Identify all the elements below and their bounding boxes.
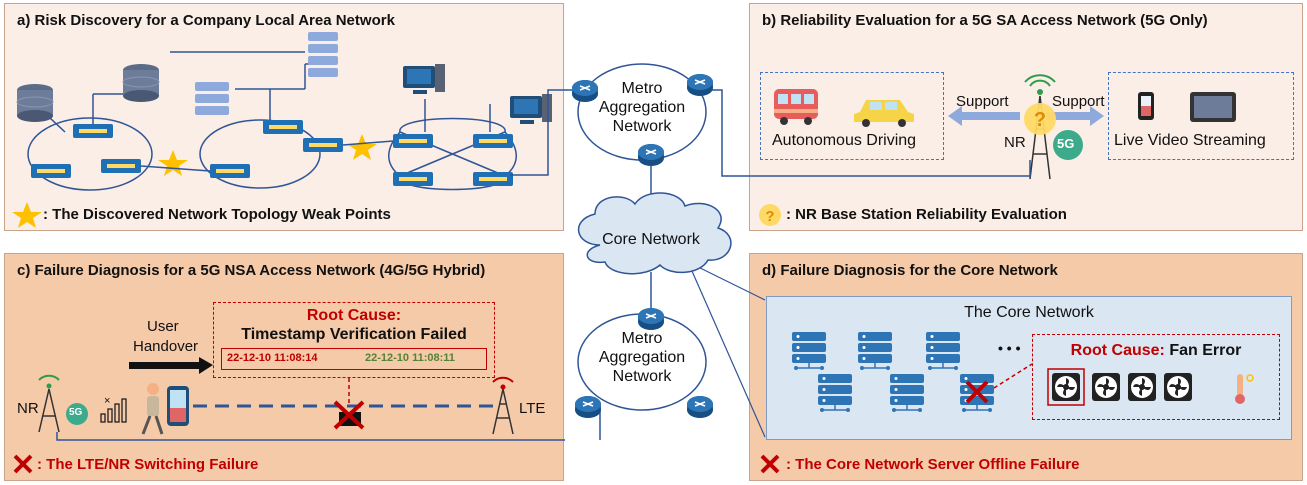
nr-tower-icon bbox=[38, 374, 60, 433]
panel-b-legend-text: : NR Base Station Reliability Evaluation bbox=[786, 206, 1067, 223]
router-icon bbox=[687, 74, 713, 96]
root-cause-title: Root Cause: bbox=[306, 307, 402, 324]
signal-bars-icon: × bbox=[100, 395, 127, 423]
server-rack-icon bbox=[308, 32, 338, 77]
core-network-box bbox=[766, 296, 1292, 440]
sa-access-diagram: ? ? bbox=[759, 74, 1236, 226]
timestamp-box bbox=[221, 348, 487, 370]
metro-top-label-3: Network bbox=[612, 118, 672, 135]
user-handover-label-1: User bbox=[147, 318, 179, 335]
fan-root-cause-label: Root Cause: Fan Error bbox=[1032, 342, 1280, 360]
panel-d: d) Failure Diagnosis for the Core Networ… bbox=[749, 253, 1303, 481]
core-network-cloud bbox=[577, 192, 732, 275]
router-icon bbox=[575, 396, 601, 418]
nsa-access-diagram: × bbox=[13, 357, 565, 474]
star-legend-icon bbox=[12, 202, 42, 228]
weak-point-star-icon bbox=[158, 150, 188, 176]
metro-top-label-2: Aggregation bbox=[598, 99, 686, 116]
panel-c: c) Failure Diagnosis for a 5G NSA Access… bbox=[4, 253, 565, 481]
nr-label: NR bbox=[17, 400, 39, 417]
core-network-box-title: The Core Network bbox=[964, 304, 1094, 321]
autonomous-driving-label: Autonomous Driving bbox=[772, 132, 917, 149]
metro-top-label-1: Metro bbox=[621, 80, 663, 97]
lte-tower-icon bbox=[492, 376, 514, 435]
svg-text:×: × bbox=[104, 395, 110, 407]
server-rack-icon bbox=[195, 82, 229, 115]
timestamp-2: 22-12-10 11:08:11 bbox=[365, 352, 455, 364]
user-handover-label-2: Handover bbox=[133, 338, 199, 355]
core-network-label: Core Network bbox=[602, 231, 700, 248]
root-cause-box bbox=[213, 302, 495, 378]
desktop-computer-icon bbox=[403, 64, 445, 94]
database-icon bbox=[122, 64, 160, 102]
support-right-label: Support bbox=[1052, 93, 1105, 110]
server-offline-x-icon bbox=[965, 380, 989, 404]
nr-label: NR bbox=[1004, 134, 1026, 151]
handover-arrow bbox=[129, 357, 213, 374]
support-arrow-right bbox=[1046, 106, 1104, 126]
router-icon bbox=[638, 308, 664, 330]
metro-bottom-label-1: Metro bbox=[621, 330, 663, 347]
car-icon bbox=[854, 100, 914, 127]
panel-c-legend-text: : The LTE/NR Switching Failure bbox=[37, 456, 259, 473]
red-x-legend-icon bbox=[760, 454, 780, 474]
nr-base-station-tower-icon bbox=[1024, 74, 1056, 180]
panel-b-title: b) Reliability Evaluation for a 5G SA Ac… bbox=[762, 12, 1208, 29]
metro-bottom-label-3: Network bbox=[612, 368, 672, 385]
panel-a: a) Risk Discovery for a Company Local Ar… bbox=[4, 3, 564, 231]
phone-battery-icon bbox=[167, 386, 189, 426]
5g-badge-icon bbox=[66, 403, 88, 425]
desktop-computer-icon bbox=[510, 94, 552, 124]
lan-topology-diagram bbox=[12, 32, 552, 228]
root-cause-detail: Timestamp Verification Failed bbox=[241, 326, 467, 343]
core-network-diagram bbox=[760, 331, 1254, 474]
panel-c-title: c) Failure Diagnosis for a 5G NSA Access… bbox=[17, 262, 486, 279]
panel-b: b) Reliability Evaluation for a 5G SA Ac… bbox=[749, 3, 1303, 231]
bus-icon bbox=[774, 89, 818, 125]
database-icon bbox=[16, 84, 54, 122]
5g-badge-label: 5G bbox=[69, 407, 83, 418]
walking-user-icon bbox=[141, 383, 164, 435]
thermometer-icon bbox=[1235, 374, 1254, 404]
tablet-icon bbox=[1190, 92, 1236, 122]
router-icon bbox=[572, 80, 598, 102]
svg-text:?: ? bbox=[765, 208, 774, 225]
router-icon bbox=[638, 144, 664, 166]
router-icon bbox=[687, 396, 713, 418]
smartphone-icon bbox=[1138, 92, 1154, 120]
failed-link-icon bbox=[333, 400, 365, 430]
fan-root-cause-value: Fan Error bbox=[1164, 342, 1242, 359]
fan-root-cause-prefix: Root Cause: bbox=[1070, 342, 1165, 359]
live-video-box bbox=[1108, 72, 1294, 160]
panel-d-title: d) Failure Diagnosis for the Core Networ… bbox=[762, 262, 1058, 279]
red-x-legend-icon bbox=[13, 454, 33, 474]
fan-root-cause-box bbox=[1032, 334, 1280, 420]
support-left-label: Support bbox=[956, 93, 1009, 110]
lte-label: LTE bbox=[519, 400, 546, 417]
timestamp-1: 22-12-10 11:08:14 bbox=[227, 352, 318, 364]
weak-point-star-icon bbox=[347, 134, 377, 160]
5g-badge-label: 5G bbox=[1057, 136, 1075, 151]
panel-a-title: a) Risk Discovery for a Company Local Ar… bbox=[17, 12, 395, 29]
metro-bottom-label-2: Aggregation bbox=[598, 349, 686, 366]
svg-text:?: ? bbox=[1034, 109, 1046, 131]
panel-d-legend-text: : The Core Network Server Offline Failur… bbox=[786, 456, 1080, 473]
live-video-label: Live Video Streaming bbox=[1114, 132, 1266, 149]
support-arrow-left bbox=[948, 106, 1020, 126]
ellipsis-label: • • • bbox=[998, 340, 1021, 356]
question-legend-icon: ? bbox=[759, 204, 781, 226]
question-mark-icon: ? bbox=[1024, 103, 1056, 135]
5g-badge-icon bbox=[1053, 130, 1083, 160]
panel-a-legend-text: : The Discovered Network Topology Weak P… bbox=[43, 206, 391, 223]
autonomous-driving-box bbox=[760, 72, 944, 160]
